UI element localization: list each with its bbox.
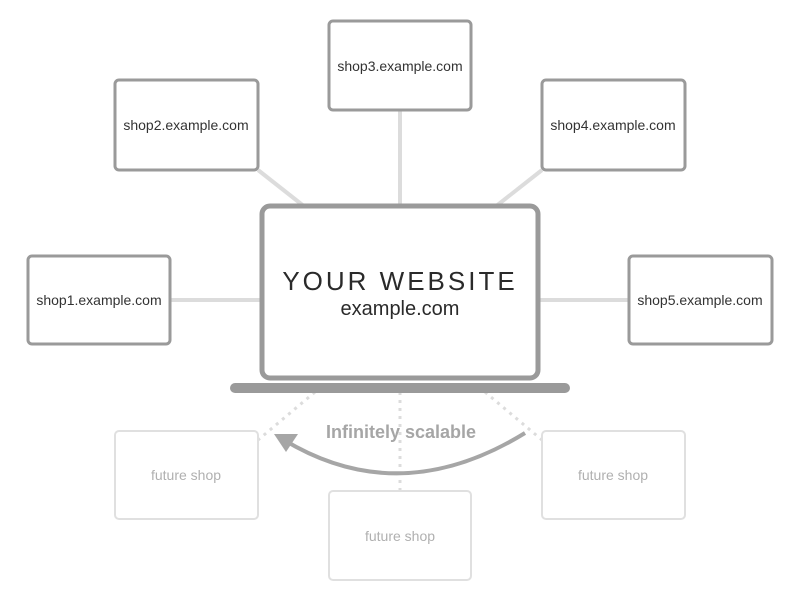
shop-node-3: shop3.example.com (327, 19, 473, 112)
shop-label: shop1.example.com (36, 292, 161, 308)
connectors (170, 110, 630, 490)
connector-future-left (257, 390, 316, 442)
shop-node-4: shop4.example.com (540, 78, 687, 172)
arrow-head-icon (274, 434, 298, 452)
laptop-base (230, 383, 570, 393)
connector-shop2 (256, 168, 307, 209)
future-shop-label: future shop (365, 528, 435, 544)
shop-label: shop4.example.com (550, 117, 675, 133)
future-shop-label: future shop (578, 467, 648, 483)
scalability-label: Infinitely scalable (326, 422, 476, 442)
shop-label: shop5.example.com (637, 292, 762, 308)
shop-label: shop2.example.com (123, 117, 248, 133)
future-shop-node-1: future shop (114, 430, 259, 520)
shop-node-5: shop5.example.com (627, 254, 774, 346)
scalability-arrow: Infinitely scalable (274, 422, 527, 476)
central-website: YOUR WEBSITE example.com (230, 203, 570, 393)
shop-node-1: shop1.example.com (26, 254, 172, 346)
shop-node-2: shop2.example.com (113, 78, 260, 172)
future-shop-node-2: future shop (328, 490, 472, 581)
center-subtitle: example.com (341, 298, 460, 320)
center-title: YOUR WEBSITE (282, 266, 517, 296)
connector-shop4 (493, 168, 544, 209)
future-shop-node-3: future shop (541, 430, 686, 520)
connector-future-right (484, 390, 543, 442)
future-shop-label: future shop (151, 467, 221, 483)
shop-label: shop3.example.com (337, 58, 462, 74)
arc-arrow (282, 431, 527, 476)
laptop-screen (259, 203, 541, 381)
